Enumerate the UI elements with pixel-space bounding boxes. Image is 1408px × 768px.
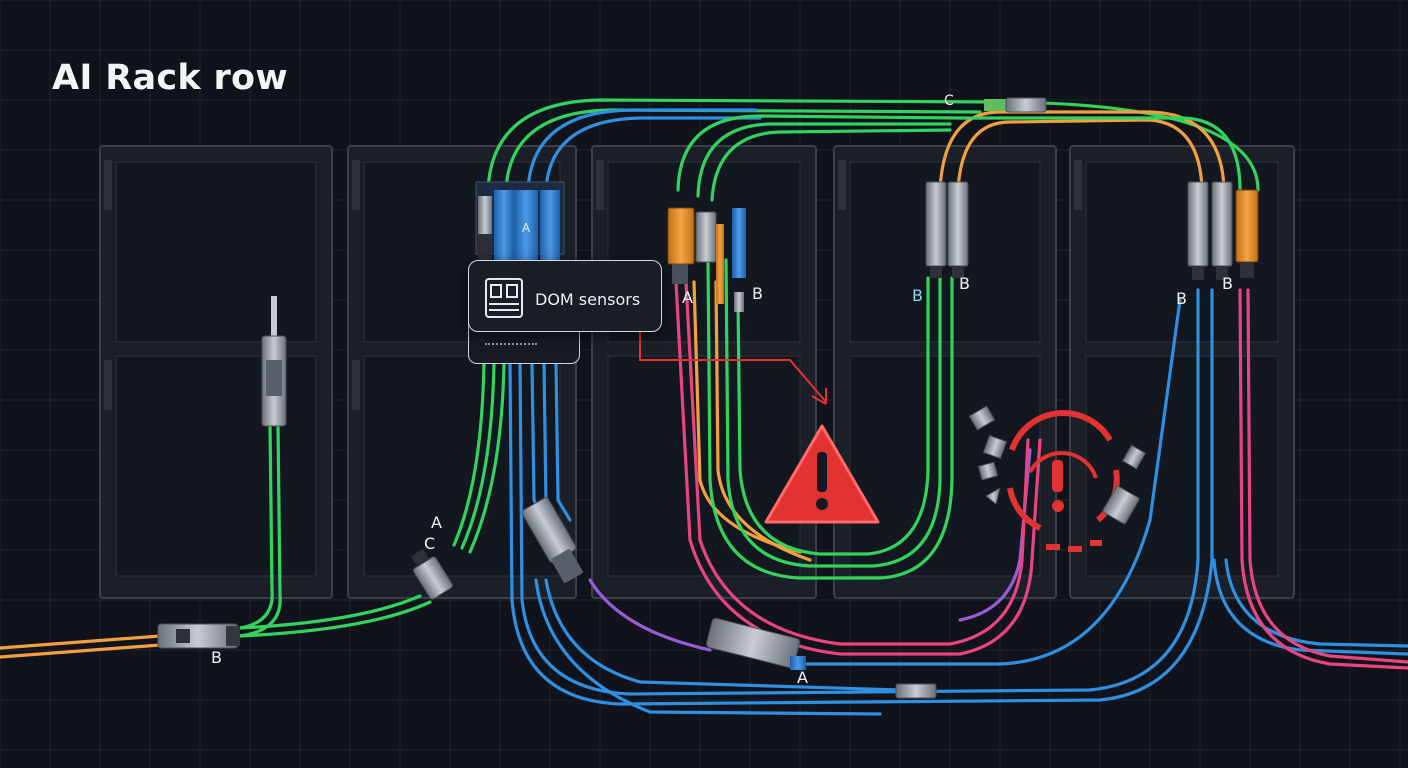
cable-blue-top-1	[526, 108, 758, 192]
connector-label-b: B	[912, 286, 923, 305]
cable-green-top-3	[958, 116, 1242, 192]
connector-label-b: B	[959, 274, 970, 293]
connector-left-vertical[interactable]	[261, 296, 287, 427]
rack-cabinet-1	[99, 145, 333, 599]
cable-blue-right-3	[1224, 558, 1408, 648]
rack-cabinet-5	[1069, 145, 1295, 599]
connector-bottom-left[interactable]	[157, 623, 240, 649]
connector-label-b: B	[211, 648, 222, 667]
connector-top-inline[interactable]	[984, 97, 1047, 113]
cable-pink-3	[1246, 288, 1408, 664]
connector-label-b: B	[1222, 274, 1233, 293]
cable-blue-low-2	[534, 578, 882, 716]
connector-mid-diagonal[interactable]	[521, 497, 584, 584]
cable-pink-1	[674, 280, 1042, 656]
cable-green-u-1	[706, 258, 954, 580]
leader-arrow-icon	[811, 388, 827, 405]
connector-rack4[interactable]	[925, 181, 969, 278]
cable-green-loop-3	[710, 128, 952, 202]
connector-label-c: C	[424, 534, 436, 553]
cable-blue-down-2	[518, 288, 1200, 696]
cable-orange-top-2	[956, 118, 1204, 192]
popup-blur-text	[485, 343, 537, 349]
cable-purple	[588, 578, 712, 652]
cable-blue-top-2	[544, 116, 762, 192]
patch-panel-rack2[interactable]: A	[475, 181, 565, 262]
coupler-left[interactable]	[411, 548, 453, 600]
cable-blue-low-1	[544, 578, 902, 692]
connector-label-a: A	[431, 513, 442, 532]
page-title: AI Rack row	[52, 58, 289, 98]
cable-blue-down-1	[508, 288, 1214, 706]
connector-label-a: A	[682, 288, 693, 307]
connector-label-b: B	[1176, 289, 1187, 308]
connector-rack3-orange[interactable]	[667, 207, 695, 284]
connector-label-c: C	[944, 93, 954, 109]
cable-green-rise-2	[460, 360, 496, 550]
cable-blue-right-1	[798, 298, 1182, 666]
connector-label-b: B	[752, 284, 763, 303]
cable-blue-down-5	[554, 360, 572, 522]
cable-pink-4	[1238, 288, 1408, 670]
cable-green-u-2	[724, 258, 942, 568]
transceiver-icon	[485, 278, 523, 318]
svg-text:A: A	[522, 221, 531, 235]
cable-orange-feed-2	[0, 643, 162, 659]
cable-green-loop-1	[676, 114, 962, 192]
fault-alert-icon[interactable]	[1007, 410, 1120, 552]
cable-green-rise-3	[468, 360, 506, 554]
cable-green-u-3	[736, 276, 930, 556]
connector-rack5[interactable]	[1187, 181, 1259, 280]
cable-green-loop-2	[696, 122, 952, 198]
connector-label-a: A	[797, 668, 808, 687]
cable-green-left-3	[238, 594, 422, 630]
broken-connector-shards	[968, 405, 1147, 525]
dom-sensors-label: DOM sensors	[535, 290, 641, 309]
connector-rack3-grey[interactable]	[695, 208, 746, 312]
cable-orange-top-1	[938, 110, 1226, 192]
cable-orange-feed-1	[0, 634, 162, 650]
cable-purple-right	[958, 448, 1032, 622]
cable-pink-2	[684, 280, 1030, 646]
cable-green-left-4	[238, 600, 432, 638]
alert-leader-line	[639, 332, 827, 403]
cable-green-rise-1	[452, 360, 486, 547]
connector-bottom-mid[interactable]	[706, 617, 806, 670]
cable-blue-right-2	[1212, 558, 1408, 656]
warning-triangle-icon[interactable]	[764, 424, 880, 524]
cable-orange-rack3-2	[714, 280, 812, 562]
connector-bottom-inline[interactable]	[895, 683, 937, 699]
dom-sensors-popup[interactable]: DOM sensors	[468, 260, 662, 332]
cable-green-top-2	[504, 108, 982, 192]
